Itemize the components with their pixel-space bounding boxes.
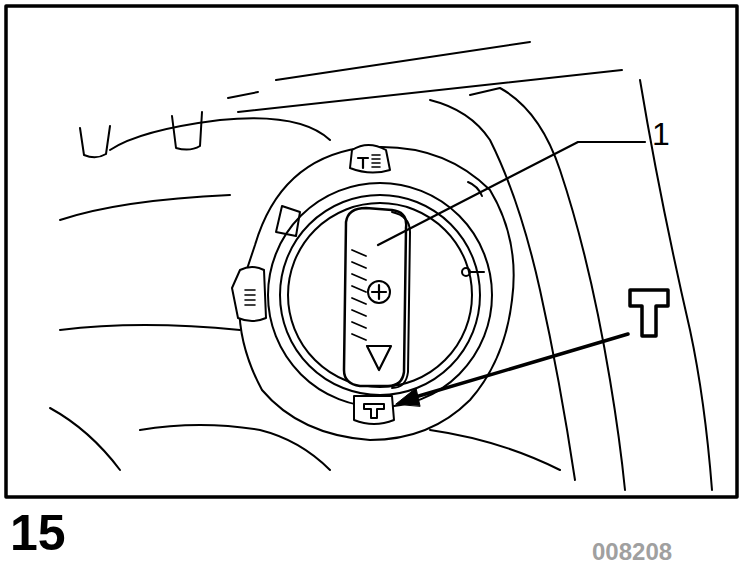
pointer-arrow (412, 334, 628, 398)
tool-housing (50, 42, 712, 490)
mode-tab (232, 267, 266, 321)
figure-frame (6, 6, 737, 497)
mode-tab (354, 396, 394, 424)
mode-tab (350, 145, 390, 173)
leader-line (378, 142, 645, 245)
arrow-head (396, 388, 420, 406)
change-lever (344, 208, 410, 388)
figure-number: 15 (10, 508, 66, 558)
mode-selector-housing (239, 147, 513, 440)
hammer-mode-symbol (630, 290, 668, 336)
drawing-code: 008208 (592, 540, 672, 564)
callout-number: 1 (652, 118, 670, 150)
